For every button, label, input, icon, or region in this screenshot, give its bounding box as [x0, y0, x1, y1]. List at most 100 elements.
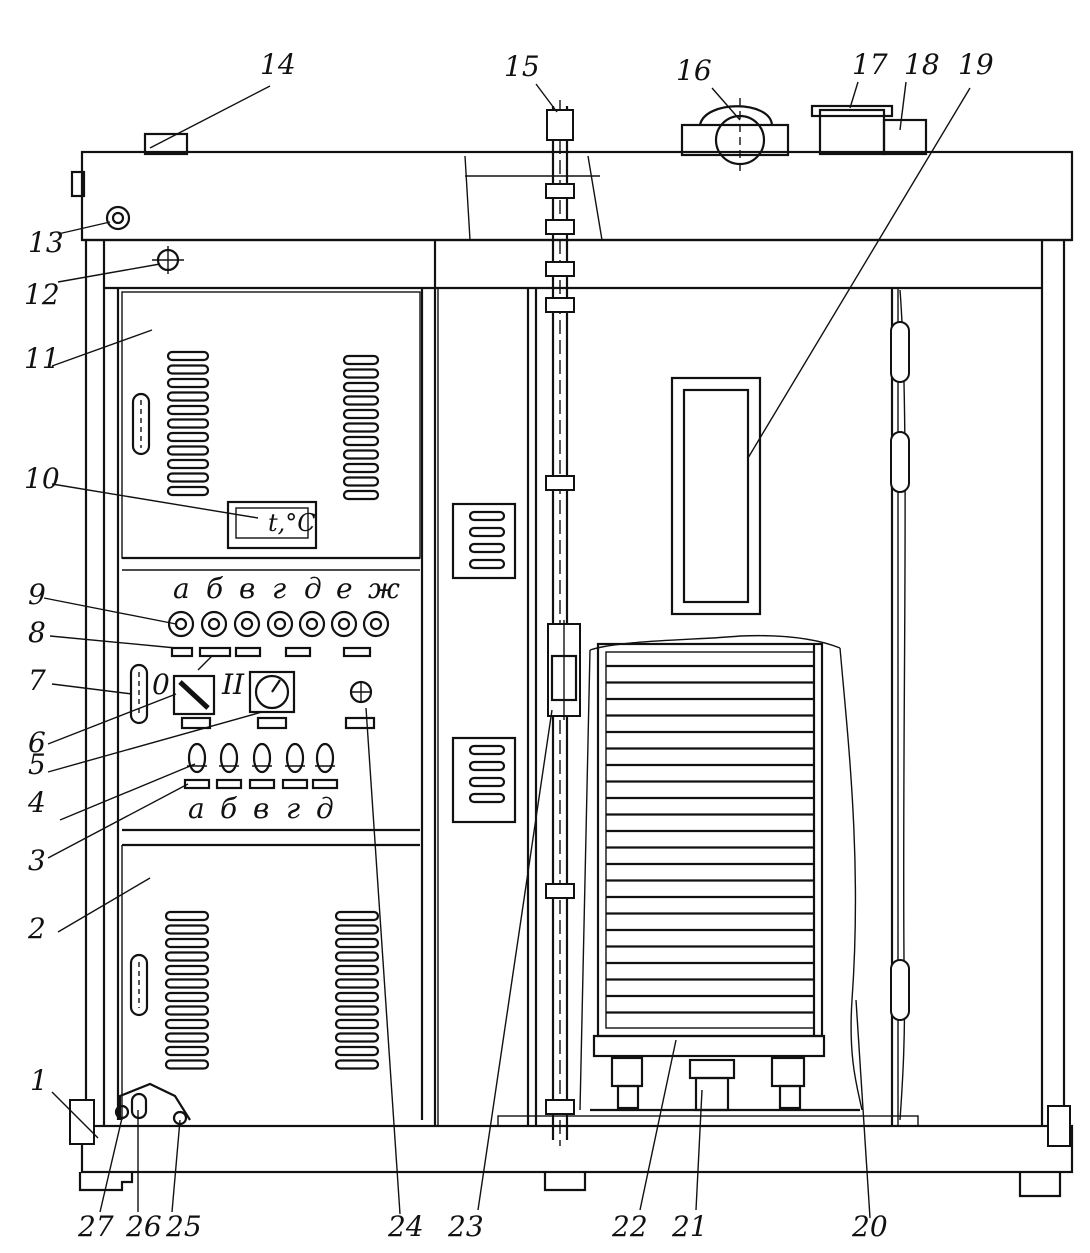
top-fitting-14: [143, 132, 189, 156]
fitting-13: [105, 205, 131, 231]
leader-line: [57, 263, 161, 283]
part-label-10: 10: [24, 462, 60, 495]
vent-slot: [164, 1005, 210, 1016]
part-label-16: 16: [676, 54, 712, 87]
handle-lower: [129, 953, 149, 1017]
part-label-13: 13: [28, 226, 64, 259]
part-label-5: 5: [28, 748, 46, 781]
fitting-12: [152, 246, 184, 274]
part-label-17: 17: [852, 48, 888, 81]
vent-slot: [342, 381, 380, 393]
leader-line: [899, 81, 907, 131]
leader-line: [57, 877, 151, 933]
switch-left-text: 0: [152, 668, 170, 701]
central-panel: [437, 288, 538, 1126]
bottom-fittings: [114, 1082, 191, 1126]
radiator-rack: [579, 634, 863, 1111]
part-label-11: 11: [24, 342, 60, 375]
vent-slot: [164, 924, 210, 935]
handle-middle: [129, 663, 149, 725]
leader-line: [855, 999, 871, 1219]
leader-line: [43, 597, 177, 625]
rod-clamp: [545, 475, 575, 491]
leader-line: [711, 87, 741, 121]
label-plates-row: [170, 646, 372, 671]
cable: [899, 289, 906, 1121]
toggle-switch: [215, 742, 243, 790]
leader-line: [57, 221, 111, 235]
vent-slot: [334, 1059, 380, 1070]
part-label-26: 26: [125, 1210, 162, 1243]
rod-clamp: [545, 183, 575, 199]
vent-slot: [342, 408, 380, 420]
rod-clamp: [545, 219, 575, 235]
display-text: t,°C: [268, 509, 316, 537]
vent-slot: [334, 924, 380, 935]
signal-lamp: [298, 610, 326, 638]
vent-slot: [164, 964, 210, 976]
vent-slot: [334, 910, 380, 922]
vent-slot: [164, 1018, 210, 1030]
part-label-21: 21: [671, 1210, 708, 1243]
vent-slot: [166, 404, 210, 416]
leader-line: [695, 1089, 703, 1211]
vent-slot: [334, 937, 380, 949]
part-label-20: 20: [851, 1210, 888, 1243]
upper-letter: д: [304, 572, 322, 605]
vent-slot: [166, 472, 210, 483]
leader-line: [59, 763, 196, 821]
part-label-3: 3: [28, 844, 46, 877]
vent-slot: [468, 792, 506, 804]
vent-slot: [166, 377, 210, 389]
temperature-display: t,°C: [226, 500, 318, 550]
signal-lamp: [233, 610, 261, 638]
side-posts: [69, 240, 1071, 1147]
part-label-7: 7: [28, 664, 46, 697]
lower-letter: а: [188, 792, 205, 825]
leader-line: [99, 1117, 123, 1213]
vent-slot: [468, 558, 506, 570]
leader-line: [51, 1091, 99, 1139]
part-label-2: 2: [27, 912, 46, 945]
rod-clamps: [545, 183, 575, 1115]
vent-slot: [342, 476, 380, 487]
upper-letter: а: [173, 572, 190, 605]
vent-slot: [166, 418, 210, 429]
leader-line: [49, 635, 177, 649]
upper-letter: в: [239, 572, 255, 605]
lock-23: [547, 620, 581, 720]
window-19: [670, 376, 762, 616]
vent-slot: [166, 350, 210, 362]
rod-clamp: [545, 883, 575, 899]
vent-slot: [342, 395, 380, 406]
center-vent-slots: [468, 510, 506, 804]
gauge: [248, 670, 296, 730]
part-label-27: 27: [77, 1210, 114, 1243]
rod-clamp: [545, 261, 575, 277]
vent-slot: [334, 964, 380, 976]
part-label-22: 22: [611, 1210, 648, 1243]
part-label-14: 14: [260, 48, 296, 81]
cable-lamp: [890, 431, 910, 493]
signal-lamp: [200, 610, 228, 638]
lower-letter: б: [220, 792, 238, 825]
vent-slot: [334, 991, 380, 1003]
vent-slot: [164, 1032, 210, 1043]
vent-slot: [468, 760, 506, 772]
vent-slot: [468, 510, 506, 522]
signal-lamp: [266, 610, 294, 638]
vent-slots: [164, 350, 380, 1070]
vent-slot: [164, 951, 210, 962]
vent-slot: [468, 744, 506, 756]
leader-line: [47, 693, 177, 745]
part-label-9: 9: [28, 578, 46, 611]
toggle-switch-row: [183, 742, 339, 790]
upper-letter: е: [336, 572, 353, 605]
leader-line: [171, 1119, 181, 1213]
part-label-18: 18: [904, 48, 940, 81]
part-label-15: 15: [504, 50, 540, 83]
vent-slot: [342, 422, 380, 433]
part-label-25: 25: [165, 1210, 202, 1243]
